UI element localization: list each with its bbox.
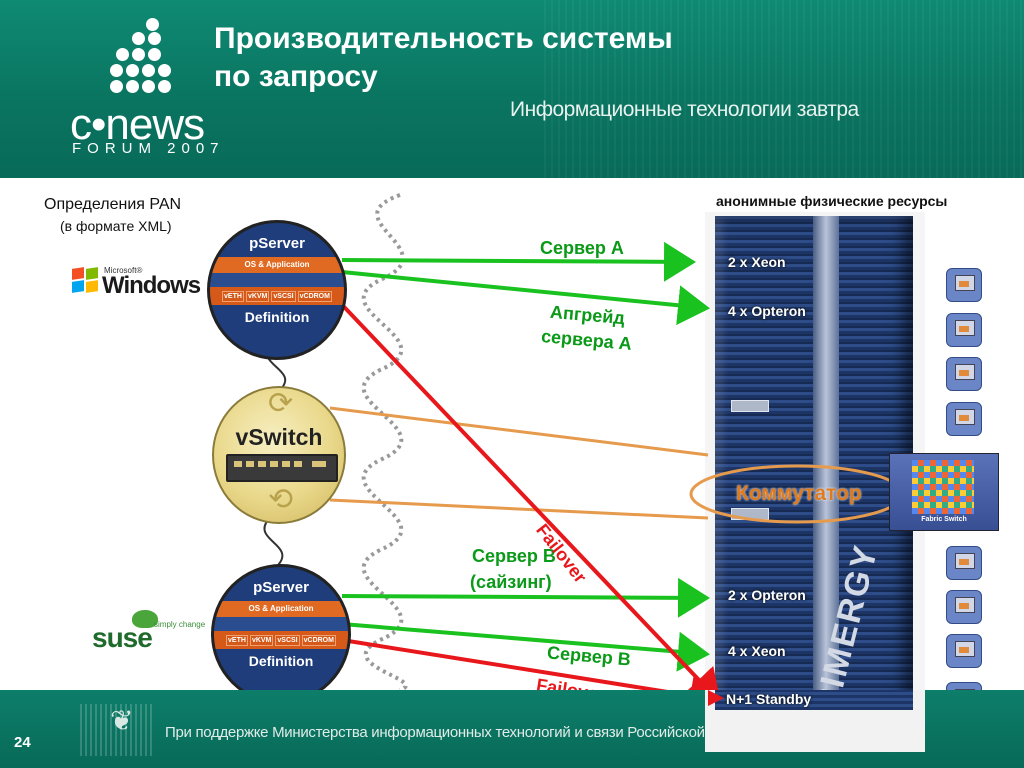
part-veth: vETH [226, 634, 248, 646]
title-line-1: Производительность системы [214, 22, 673, 55]
rack-stripe [813, 216, 839, 710]
arrow-server-b-sizing [341, 577, 710, 618]
part-vkvm: vKVM [249, 634, 274, 646]
pserver-definition: Definition [248, 653, 314, 669]
cnews-forum-year: FORUM 2007 [72, 140, 225, 157]
suse-gecko-icon [132, 610, 158, 628]
orange-line-1 [329, 406, 709, 457]
puzzle-server-icon [946, 590, 982, 624]
puzzle-server-icon [946, 313, 982, 347]
pserver-os: OS & Application [214, 601, 348, 617]
header-banner: c•news FORUM 2007 Производительность сис… [0, 0, 1024, 178]
puzzle-server-icon [946, 357, 982, 391]
pserver-definition: Definition [244, 309, 310, 325]
pserver-title: pServer [249, 235, 305, 252]
part-vscsi: vSCSI [271, 290, 296, 302]
puzzle-server-icon [946, 634, 982, 668]
pan-format-label: (в формате XML) [60, 218, 172, 234]
resource-4xeon: 4 x Xeon [728, 643, 786, 659]
windows-label: Windows [102, 272, 201, 299]
pserver-title: pServer [253, 579, 309, 596]
arrow-upgrade-a [341, 270, 710, 326]
pserver-bottom: pServer OS & Application vETH vKVM vSCSI… [211, 564, 351, 704]
rack-handle [731, 400, 769, 412]
suse-label: suse [92, 622, 153, 653]
pserver-os: OS & Application [210, 257, 344, 273]
footer-pattern [80, 704, 152, 756]
cnews-logo-dots [110, 18, 171, 108]
suse-tagline: simply change [154, 620, 206, 629]
vswitch-label: vSwitch [235, 424, 323, 450]
orange-line-2 [329, 498, 709, 520]
resource-2opteron: 2 x Opteron [728, 587, 806, 603]
part-vscsi: vSCSI [275, 634, 300, 646]
page-title: Производительность системы по запросу [214, 20, 734, 96]
arrow-server-a [341, 241, 696, 282]
header-pattern [544, 0, 1024, 178]
title-line-2: по запросу [214, 60, 378, 93]
part-vkvm: vKVM [245, 290, 270, 302]
vswitch: ⟳ vSwitch ⟲ [212, 386, 346, 524]
pserver-top: pServer OS & Application vETH vKVM vSCSI… [207, 220, 347, 360]
label-server-a: Сервер A [540, 238, 624, 258]
footer-support-text: При поддержке Министерства информационны… [165, 724, 705, 741]
resource-4opteron-top: 4 x Opteron [728, 303, 806, 319]
pserver-parts: vETH vKVM vSCSI vCDROM [214, 631, 348, 649]
switch-ports-icon [226, 454, 338, 482]
coat-of-arms-icon: ❦ [110, 705, 134, 736]
puzzle-server-icon [946, 268, 982, 302]
cnews-logo-text: c•news [70, 100, 205, 149]
label-server-b-sizing-line1: Сервер B [472, 546, 556, 566]
part-vcdrom: vCDROM [301, 634, 336, 646]
part-veth: vETH [222, 290, 244, 302]
part-vcdrom: vCDROM [297, 290, 332, 302]
label-server-b-sizing-line2: (сайзинг) [470, 572, 552, 592]
header-tagline: Информационные технологии завтра [510, 98, 859, 121]
wavy-separator [361, 193, 408, 692]
windows-flag-icon [72, 267, 100, 294]
arrow-server-b [341, 622, 710, 672]
fabric-switch: Fabric Switch [889, 453, 999, 531]
commutator-label: Коммутатор [736, 482, 862, 505]
cycle-arrow-icon: ⟳ [268, 387, 294, 420]
server-rack: PRIMERGY [705, 212, 925, 752]
cycle-arrow-icon: ⟲ [268, 483, 294, 516]
puzzle-server-icon [946, 546, 982, 580]
puzzle-server-icon [946, 402, 982, 436]
rack-lower [705, 690, 925, 752]
pserver-parts: vETH vKVM vSCSI vCDROM [210, 287, 344, 305]
fabric-grid-icon [912, 460, 974, 514]
chain-link-bottom [263, 519, 284, 566]
pan-definitions-label: Определения PAN [44, 196, 182, 213]
resources-title: анонимные физические ресурсы [716, 193, 948, 209]
microsoft-label: Microsoft® [104, 266, 143, 275]
page-number: 24 [14, 734, 31, 751]
resource-2xeon-top: 2 x Xeon [728, 254, 786, 270]
arrow-failover-1 [326, 288, 721, 703]
fabric-switch-label: Fabric Switch [921, 516, 967, 523]
resource-standby-overlay: N+1 Standby [726, 691, 812, 707]
